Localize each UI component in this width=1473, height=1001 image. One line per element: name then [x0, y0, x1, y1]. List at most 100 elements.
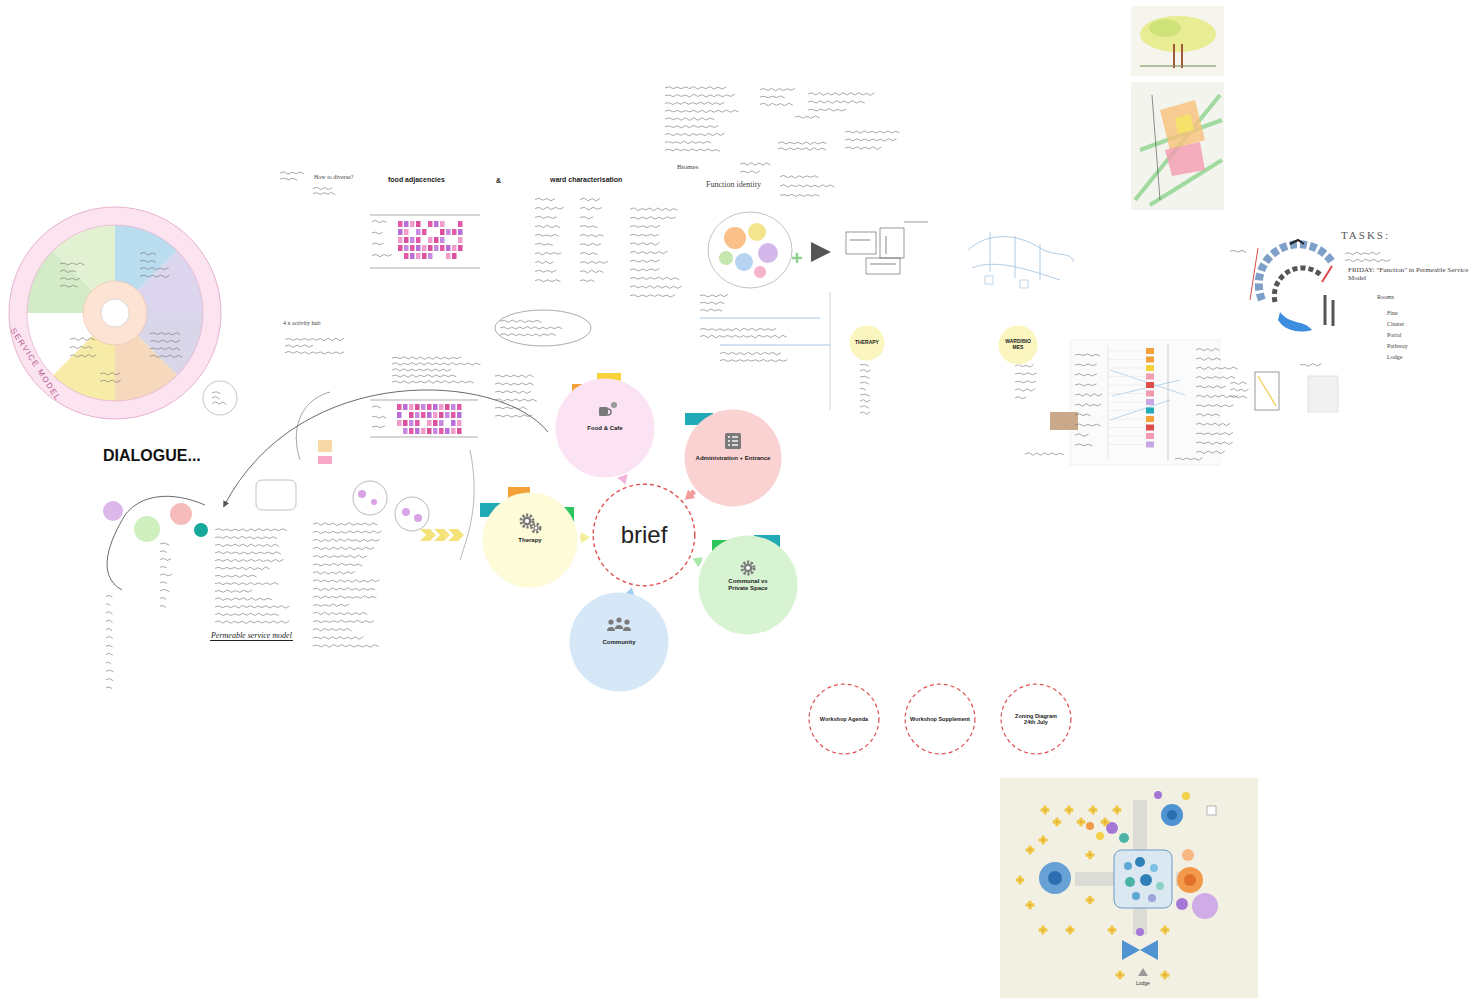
- chart-bar: [433, 428, 438, 434]
- handwriting-scribble: [106, 687, 112, 689]
- handwriting-scribble: [313, 580, 380, 583]
- handwriting-scribble: [535, 280, 560, 282]
- handwriting-scribble: [140, 267, 169, 269]
- handwriting-scribble: [808, 101, 865, 104]
- handwriting-scribble: [392, 369, 451, 372]
- matrix-cell: [1146, 399, 1154, 405]
- chart-bar: [439, 420, 444, 426]
- circle-node: Food & Cafe: [555, 378, 655, 478]
- chart-bar: [446, 253, 451, 259]
- handwriting-scribble: [313, 596, 376, 599]
- handwriting-scribble: [372, 406, 381, 408]
- handwriting-scribble: [580, 234, 604, 236]
- handwriting-scribble: [845, 139, 897, 142]
- chart-bar: [404, 245, 409, 251]
- chart-bar: [434, 221, 439, 227]
- handwriting-scribble: [580, 243, 601, 245]
- chart-bar: [410, 245, 415, 251]
- handwriting-scribble: [665, 133, 725, 136]
- handwriting-scribble: [1196, 376, 1235, 379]
- handwriting-scribble: [212, 397, 219, 399]
- handwriting-scribble: [720, 352, 781, 355]
- chart-bar: [421, 428, 426, 434]
- handwriting-scribble: [495, 399, 537, 402]
- matrix-row: [1108, 402, 1145, 403]
- chart-bar: [422, 229, 427, 235]
- radial-plan: [1250, 240, 1333, 332]
- matrix-row: [1108, 419, 1145, 420]
- handwriting-scribble: [535, 252, 561, 254]
- chart-bar: [434, 245, 439, 251]
- chart-bar: [446, 229, 451, 235]
- handwriting-scribble: [665, 110, 739, 113]
- handwriting-scribble: [760, 103, 793, 106]
- chart-bar: [458, 229, 463, 235]
- chart-bar: [397, 412, 402, 418]
- handwriting-scribble: [1015, 381, 1036, 383]
- handwriting-scribble: [580, 253, 598, 255]
- matrix-row: [1108, 436, 1145, 437]
- circle-node: WARD/BIO MES: [998, 325, 1038, 365]
- handwriting-scribble: [778, 142, 827, 145]
- handwriting-scribble: [70, 338, 95, 341]
- handwriting-scribble: [1345, 252, 1380, 255]
- handwriting-scribble: [860, 400, 870, 402]
- node-icon: [607, 617, 631, 631]
- handwriting-scribble: [160, 567, 167, 568]
- chart-bar: [422, 253, 427, 259]
- handwriting-scribble: [1075, 434, 1089, 437]
- chart-bar: [434, 237, 439, 243]
- chart-bar: [404, 221, 409, 227]
- node-text-stack: Food & Cafe: [587, 425, 622, 432]
- dialogue-sketch: [103, 310, 591, 590]
- handwriting-scribble: [1230, 250, 1246, 252]
- chart-bar: [404, 229, 409, 235]
- chart-bar: [457, 420, 462, 426]
- handwriting-scribble: [160, 606, 166, 608]
- handwriting-scribble: [285, 351, 344, 354]
- chart-bar: [428, 221, 433, 227]
- handwriting-scribble: [1075, 394, 1102, 397]
- board-label: ward characterisation: [549, 176, 623, 184]
- chart-bar: [427, 420, 432, 426]
- handwriting-scribble: [285, 345, 313, 348]
- handwriting-scribble: [630, 295, 675, 298]
- matrix-cell: [1146, 382, 1154, 388]
- handwriting-scribble: [215, 613, 279, 616]
- matrix-row: [1108, 410, 1145, 411]
- handwriting-scribble: [392, 363, 480, 366]
- chart-bar: [410, 221, 415, 227]
- handwriting-scribble: [1015, 389, 1035, 391]
- chart-bar: [445, 428, 450, 434]
- matrix-cell: [1146, 408, 1154, 414]
- handwriting-scribble: [1025, 453, 1064, 456]
- chart-bar: [428, 245, 433, 251]
- circle-node: THERAPY: [849, 325, 885, 361]
- matrix-row: [1108, 385, 1145, 386]
- matrix-row: [1108, 376, 1145, 377]
- handwriting-scribble: [740, 171, 760, 174]
- handwriting-scribble: [313, 637, 363, 640]
- chart-bar: [410, 237, 415, 243]
- handwriting-scribble: [665, 149, 720, 151]
- handwriting-scribble: [313, 547, 374, 550]
- handwriting-scribble: [215, 559, 283, 562]
- matrix-row: [1108, 359, 1145, 360]
- plan-sketches: [700, 212, 1074, 410]
- handwriting-scribble: [106, 612, 113, 614]
- handwriting-scribble: [215, 598, 272, 601]
- handwriting-scribble: [630, 217, 676, 220]
- chart-bar: [403, 428, 408, 434]
- handwriting-scribble: [580, 261, 608, 263]
- handwriting-scribble: [760, 88, 795, 91]
- matrix-cell: [1146, 416, 1154, 422]
- handwriting-scribble: [150, 333, 180, 335]
- chart-bar: [416, 253, 421, 259]
- chart-bar: [428, 237, 433, 243]
- chart-bar: [451, 404, 456, 410]
- node-text-stack: Zoning Diagram 24th July: [1010, 713, 1062, 726]
- handwriting-scribble: [313, 555, 367, 558]
- handwriting-scribble: [60, 285, 78, 287]
- board-label: Permeable service model: [210, 631, 293, 641]
